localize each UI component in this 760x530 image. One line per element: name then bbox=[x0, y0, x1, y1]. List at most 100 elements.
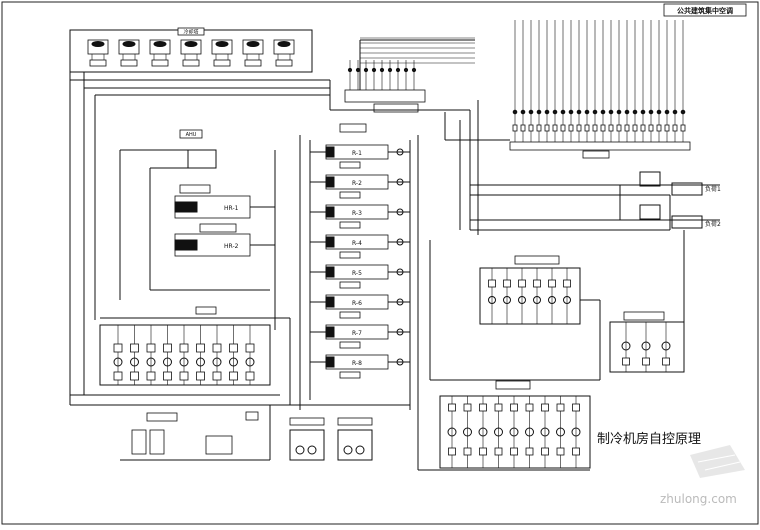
collector-feeder bbox=[656, 20, 662, 142]
exchanger-stack: R-1R-2R-3R-4R-5R-6R-7R-8 bbox=[299, 123, 419, 470]
cooling-tower-group: 冷却塔 bbox=[69, 27, 330, 405]
secondary-pump-b-unit bbox=[641, 322, 651, 372]
collector-feeder bbox=[536, 20, 542, 142]
collector-feeder bbox=[640, 20, 646, 142]
primary-pump-unit bbox=[571, 396, 581, 468]
collector-feeder bbox=[576, 20, 582, 142]
distributor-valve bbox=[395, 60, 401, 90]
title-block-text: 公共建筑集中空调 bbox=[677, 6, 733, 15]
primary-pump-unit bbox=[540, 396, 550, 468]
distributor-valve bbox=[371, 60, 377, 90]
secondary-pump-b bbox=[580, 230, 685, 380]
cooling-pump bbox=[196, 325, 205, 385]
collector-feeder bbox=[632, 20, 638, 142]
collector-feeder bbox=[592, 20, 598, 142]
chiller-group: AHU HR-1 HR-2 bbox=[119, 129, 276, 330]
plate-heat-exchanger: R-7 bbox=[310, 324, 410, 349]
secondary-pump-a-unit bbox=[533, 268, 541, 324]
distributor-valve bbox=[363, 60, 369, 90]
cooling-tower-unit bbox=[118, 39, 140, 67]
collector-feeder bbox=[616, 20, 622, 142]
collector-feeder bbox=[568, 20, 574, 142]
chiller-hr1-label: HR-1 bbox=[224, 205, 239, 212]
collector-feeder bbox=[680, 20, 686, 142]
cooling-pump bbox=[163, 325, 172, 385]
load-1-label: 负荷1 bbox=[705, 185, 721, 193]
collector-feeder bbox=[648, 20, 654, 142]
collector-feeder bbox=[528, 20, 534, 142]
secondary-pump-a-unit bbox=[503, 268, 511, 324]
exchanger-label: R-2 bbox=[352, 180, 362, 187]
load-2-label: 负荷2 bbox=[705, 220, 721, 228]
chiller-hr2-label: HR-2 bbox=[224, 243, 239, 250]
plate-heat-exchanger: R-8 bbox=[310, 354, 410, 379]
collector-feeder bbox=[584, 20, 590, 142]
distributor-valve bbox=[387, 60, 393, 90]
collector-feeder bbox=[512, 20, 518, 142]
secondary-pump-b-unit bbox=[621, 322, 631, 372]
cooling-pump bbox=[245, 325, 255, 385]
diagram-caption: 制冷机房自控原理 bbox=[597, 431, 701, 447]
exchanger-label: R-1 bbox=[352, 150, 362, 157]
exchanger-label: R-8 bbox=[352, 360, 362, 367]
watermark-text: zhulong.com bbox=[660, 492, 737, 506]
primary-pump-group bbox=[418, 240, 600, 471]
collector-feeder bbox=[672, 20, 678, 142]
secondary-pump-b-unit bbox=[661, 322, 671, 372]
watermark-logo bbox=[690, 445, 745, 478]
primary-pump-unit bbox=[525, 396, 534, 468]
cooling-tower-unit bbox=[242, 39, 264, 67]
collector-header bbox=[444, 20, 691, 235]
collector-feeder bbox=[624, 20, 630, 142]
plate-heat-exchanger: R-1 bbox=[310, 144, 410, 169]
secondary-pump-a bbox=[479, 255, 581, 325]
distributor-header bbox=[329, 37, 475, 113]
cooling-pump-group bbox=[70, 306, 410, 406]
cooling-tower-unit bbox=[149, 39, 171, 67]
primary-pump-unit bbox=[494, 396, 503, 468]
plate-heat-exchanger: R-5 bbox=[310, 264, 410, 289]
collector-feeder bbox=[560, 20, 566, 142]
secondary-pump-a-unit bbox=[548, 268, 556, 324]
collector-feeder bbox=[664, 20, 670, 142]
load-connections: 负荷1 负荷2 bbox=[470, 171, 721, 231]
plate-heat-exchanger: R-6 bbox=[310, 294, 410, 319]
plate-heat-exchanger: R-4 bbox=[310, 234, 410, 259]
distributor-valve bbox=[411, 60, 417, 90]
exchanger-label: R-6 bbox=[352, 300, 362, 307]
exchanger-label: R-7 bbox=[352, 330, 362, 337]
cooling-pump bbox=[146, 325, 156, 385]
cooling-pump bbox=[113, 325, 123, 385]
cooling-pump bbox=[229, 325, 238, 385]
collector-feeder bbox=[608, 20, 614, 142]
collector-feeder bbox=[600, 20, 606, 142]
collector-feeder bbox=[520, 20, 526, 142]
secondary-pump-a-unit bbox=[518, 268, 526, 324]
title-block bbox=[663, 3, 747, 17]
cooling-pump bbox=[179, 325, 189, 385]
secondary-pump-a-unit bbox=[488, 268, 496, 324]
distributor-valve bbox=[379, 60, 385, 90]
exchanger-label: R-5 bbox=[352, 270, 362, 277]
cooling-tower-unit bbox=[211, 39, 233, 67]
plate-heat-exchanger: R-3 bbox=[310, 204, 410, 229]
makeup-water-group bbox=[120, 405, 373, 461]
distributor-valve bbox=[347, 60, 353, 90]
plate-heat-exchanger: R-2 bbox=[310, 174, 410, 199]
primary-pump-unit bbox=[478, 396, 488, 468]
svg-text:AHU: AHU bbox=[186, 132, 197, 138]
exchanger-label: R-3 bbox=[352, 210, 362, 217]
collector-feeder bbox=[544, 20, 550, 142]
cooling-pump bbox=[212, 325, 222, 385]
cooling-tower-label: 冷却塔 bbox=[183, 29, 198, 36]
cooling-tower-unit bbox=[180, 39, 202, 67]
cooling-tower-unit bbox=[273, 39, 295, 67]
cooling-tower-unit bbox=[87, 39, 109, 67]
cooling-pump bbox=[130, 325, 139, 385]
primary-pump-unit bbox=[463, 396, 472, 468]
collector-feeder bbox=[552, 20, 558, 142]
primary-pump-unit bbox=[509, 396, 519, 468]
